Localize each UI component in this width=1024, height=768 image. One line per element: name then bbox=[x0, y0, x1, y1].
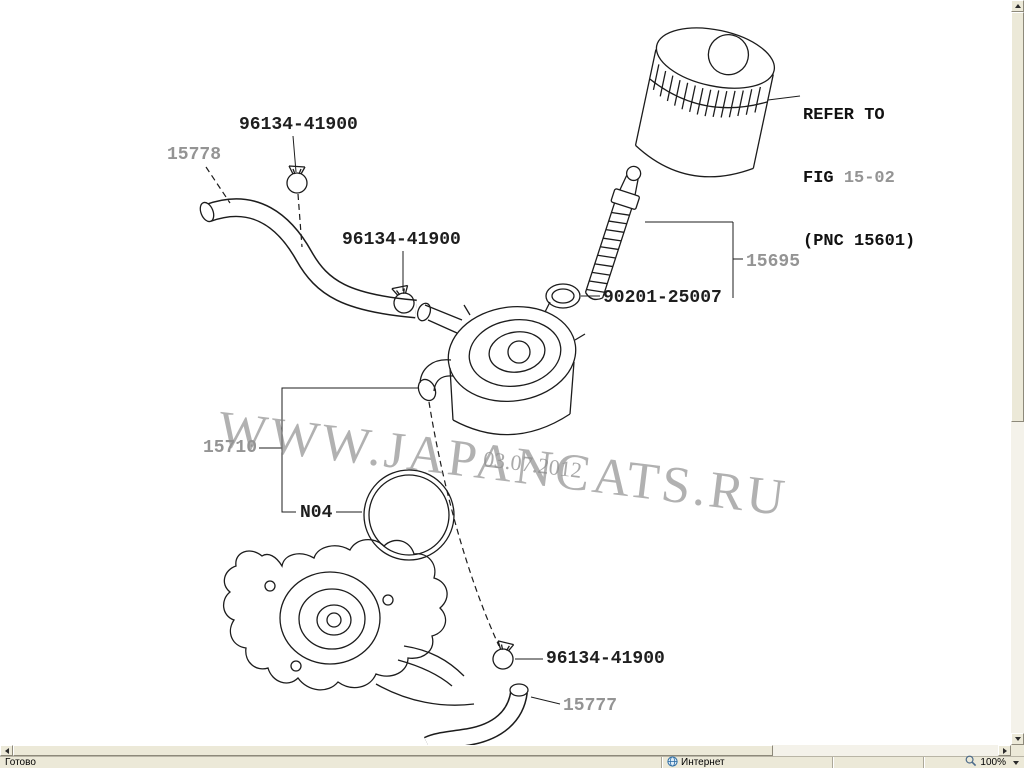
hose-lower-drawing bbox=[423, 683, 529, 745]
statusbar-divider bbox=[661, 757, 662, 768]
refer-line2: FIG 15-02 bbox=[803, 169, 895, 188]
parts-diagram bbox=[199, 27, 801, 745]
zone-label: Интернет bbox=[681, 757, 725, 768]
globe-icon bbox=[667, 755, 678, 768]
vertical-scrollbar[interactable] bbox=[1011, 0, 1024, 745]
scroll-down-button[interactable] bbox=[1011, 733, 1024, 745]
magnifier-icon bbox=[965, 755, 977, 768]
scrollbar-corner bbox=[1011, 745, 1024, 756]
o-ring-drawing bbox=[545, 283, 581, 309]
part-label-15695[interactable]: 15695 bbox=[746, 252, 801, 272]
status-text: Готово bbox=[5, 757, 36, 768]
hose-upper-drawing bbox=[199, 198, 417, 319]
hose-clamp-top-drawing bbox=[286, 165, 308, 194]
arrow-left-icon bbox=[4, 747, 9, 754]
refer-line3: (PNC 15601) bbox=[803, 232, 916, 251]
part-label-96134-41900-top[interactable]: 96134-41900 bbox=[239, 115, 358, 135]
arrow-down-icon bbox=[1014, 737, 1021, 741]
security-zone-cell: Интернет bbox=[662, 755, 832, 768]
chevron-down-icon bbox=[1013, 760, 1019, 765]
statusbar-blank-cell bbox=[833, 757, 923, 768]
part-label-15777[interactable]: 15777 bbox=[563, 696, 618, 716]
part-label-96134-41900-mid[interactable]: 96134-41900 bbox=[342, 230, 461, 250]
union-bolt-drawing bbox=[584, 165, 642, 301]
zoom-level-label: 100% bbox=[980, 757, 1006, 768]
dashed-leader-lines bbox=[205, 166, 500, 647]
statusbar-divider bbox=[923, 757, 924, 768]
scroll-up-button[interactable] bbox=[1011, 0, 1024, 12]
page-content: WWW.JAPANCATS.RU 03.07.2012 96134-41900 … bbox=[167, 27, 916, 745]
gasket-ring-drawing bbox=[363, 469, 455, 561]
hose-clamp-bottom-drawing bbox=[490, 639, 517, 672]
leader-lines bbox=[259, 95, 801, 705]
status-message-cell: Готово bbox=[0, 757, 661, 768]
refer-line1: REFER TO bbox=[803, 106, 885, 125]
vertical-scroll-thumb[interactable] bbox=[1011, 12, 1024, 422]
oil-filter-drawing bbox=[634, 27, 776, 178]
zoom-control[interactable]: 100% bbox=[924, 755, 1024, 768]
part-label-n04[interactable]: N04 bbox=[300, 503, 333, 523]
vertical-scroll-track[interactable] bbox=[1011, 12, 1024, 733]
oil-cooler-drawing bbox=[416, 301, 586, 436]
horizontal-scroll-track[interactable] bbox=[13, 745, 998, 756]
part-label-96134-41900-bottom[interactable]: 96134-41900 bbox=[546, 649, 665, 669]
statusbar-divider bbox=[832, 757, 833, 768]
arrow-up-icon bbox=[1014, 4, 1021, 8]
refer-note: REFER TO FIG 15-02 (PNC 15601) bbox=[803, 63, 915, 294]
status-bar: Готово Интернет 100% bbox=[0, 755, 1024, 768]
zoom-dropdown-button[interactable] bbox=[1013, 760, 1019, 765]
part-label-90201-25007[interactable]: 90201-25007 bbox=[603, 288, 722, 308]
arrow-right-icon bbox=[1002, 747, 1007, 754]
pump-housing-drawing bbox=[223, 539, 475, 706]
fig-reference-link[interactable]: 15-02 bbox=[843, 169, 895, 188]
part-label-15778[interactable]: 15778 bbox=[167, 145, 222, 165]
horizontal-scroll-thumb[interactable] bbox=[13, 745, 773, 756]
scroll-left-button[interactable] bbox=[0, 745, 13, 756]
horizontal-scrollbar[interactable] bbox=[0, 745, 1011, 756]
part-label-15710[interactable]: 15710 bbox=[203, 438, 258, 458]
scroll-right-button[interactable] bbox=[998, 745, 1011, 756]
